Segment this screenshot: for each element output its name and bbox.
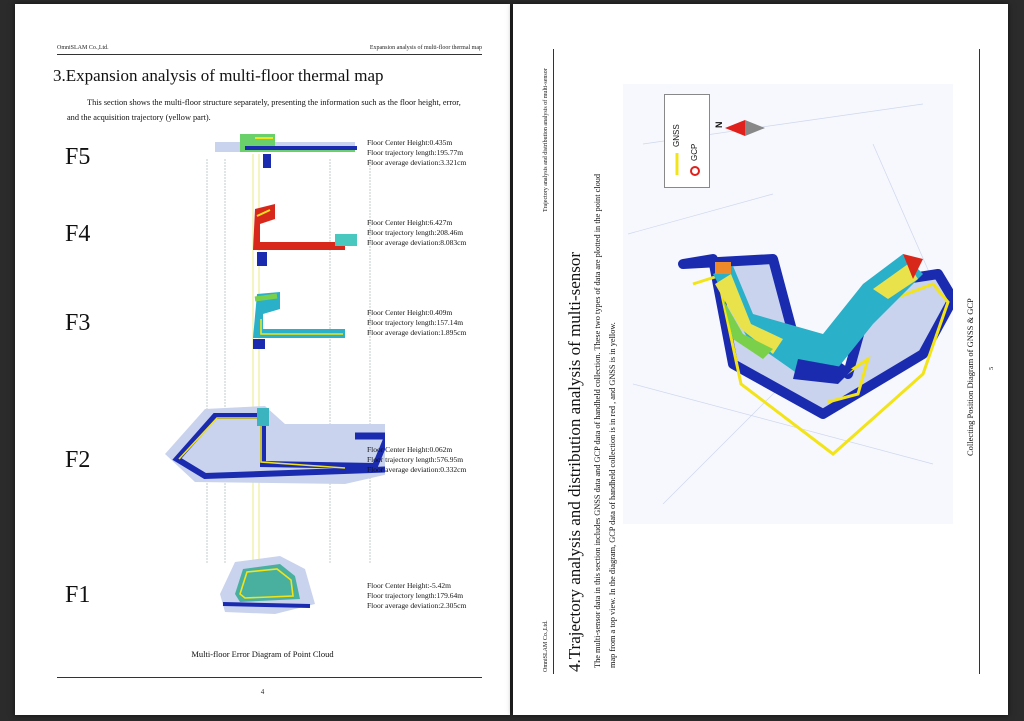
- footer-rule: [979, 49, 980, 674]
- trajectory-length: Floor trajectory length:195.77m: [367, 148, 464, 157]
- average-deviation: Floor average deviation:1.895cm: [367, 328, 467, 337]
- header-section: Trajectory analysis and distribution ana…: [543, 68, 549, 212]
- floor-info-f5: Floor Center Height:0.435m Floor traject…: [367, 138, 466, 168]
- header-rule: [57, 54, 482, 55]
- section-title: 3.Expansion analysis of multi-floor ther…: [53, 66, 384, 85]
- north-arrow-icon: [725, 120, 765, 136]
- floor-f3-cloud: [253, 292, 345, 349]
- average-deviation: Floor average deviation:0.332cm: [367, 465, 467, 474]
- floor-f4-cloud: [253, 204, 357, 266]
- floor-info-f1: Floor Center Height:-5.42m Floor traject…: [367, 581, 466, 611]
- floor-info-f4: Floor Center Height:6.427m Floor traject…: [367, 218, 466, 248]
- center-height: Floor Center Height:0.435m: [367, 138, 453, 147]
- multi-floor-point-cloud-figure: [165, 134, 385, 614]
- center-height: Floor Center Height:0.409m: [367, 308, 453, 317]
- footer-rule: [57, 677, 482, 678]
- gnss-gcp-position-map: [623, 84, 953, 524]
- floor-label-f2: F2: [65, 447, 91, 473]
- figure-caption: Multi-floor Error Diagram of Point Cloud: [191, 649, 334, 659]
- page-number: 4: [260, 688, 265, 696]
- trajectory-length: Floor trajectory length:576.95m: [367, 455, 464, 464]
- center-height: Floor Center Height:-5.42m: [367, 581, 451, 590]
- floor-label-f1: F1: [65, 582, 91, 608]
- floor-info-f3: Floor Center Height:0.409m Floor traject…: [367, 308, 466, 338]
- header-company: OmniSLAM Co.,Ltd.: [57, 45, 109, 51]
- map-legend: GNSS GCP: [664, 94, 710, 188]
- center-height: Floor Center Height:0.062m: [367, 445, 453, 454]
- average-deviation: Floor average deviation:8.083cm: [367, 238, 467, 247]
- trajectory-length: Floor trajectory length:157.14m: [367, 318, 464, 327]
- average-deviation: Floor average deviation:3.321cm: [367, 158, 467, 167]
- floor-label-f5: F5: [65, 144, 91, 170]
- gcp-legend-swatch: [690, 166, 700, 176]
- average-deviation: Floor average deviation:2.305cm: [367, 601, 467, 610]
- legend-gnss-label: GNSS: [672, 124, 681, 147]
- floor-label-f3: F3: [65, 310, 91, 336]
- floor-f1-cloud: [220, 556, 315, 614]
- trajectory-length: Floor trajectory length:208.46m: [367, 228, 464, 237]
- page-number: 5: [988, 366, 995, 370]
- header-rule: [553, 49, 554, 674]
- north-label: N: [714, 121, 724, 129]
- section-intro: This section shows the multi-floor struc…: [67, 98, 461, 122]
- floor-f5-cloud: [215, 134, 357, 168]
- trajectory-length: Floor trajectory length:179.64m: [367, 591, 464, 600]
- page-5: OmniSLAM Co.,Ltd. Trajectory analysis an…: [513, 4, 1008, 715]
- page-4: OmniSLAM Co.,Ltd. Expansion analysis of …: [15, 4, 510, 715]
- section-body-line-2: map from a top view. In the diagram, GCP…: [608, 322, 617, 668]
- floor-label-f4: F4: [65, 221, 91, 247]
- header-company: OmniSLAM Co.,Ltd.: [543, 620, 549, 672]
- header-section: Expansion analysis of multi-floor therma…: [369, 45, 482, 51]
- floor-f2-cloud: [165, 406, 385, 484]
- section-body-line-1: The multi-sensor data in this section in…: [593, 173, 602, 668]
- section-title: 4.Trajectory analysis and distribution a…: [565, 251, 584, 672]
- legend-gcp-label: GCP: [690, 143, 699, 161]
- figure-caption: Collecting Position Diagram of GNSS & GC…: [965, 298, 975, 456]
- center-height: Floor Center Height:6.427m: [367, 218, 453, 227]
- floor-info-f2: Floor Center Height:0.062m Floor traject…: [367, 445, 466, 475]
